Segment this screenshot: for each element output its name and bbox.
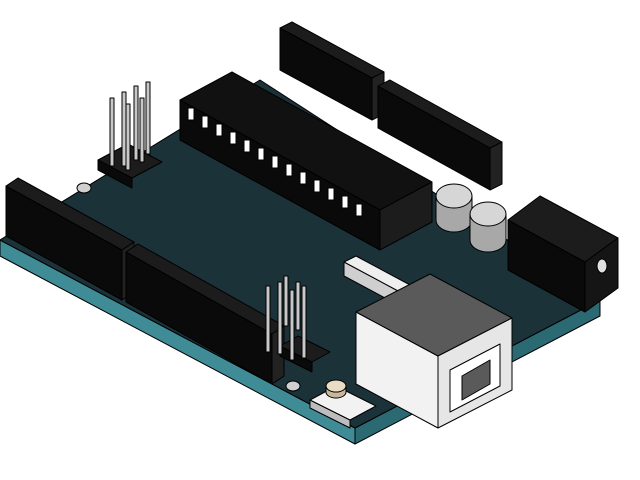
icsp-header-front: [265, 275, 331, 373]
header-pins: [109, 81, 151, 171]
reset-button[interactable]: [309, 379, 377, 429]
chip-legs: [187, 107, 363, 217]
capacitor: [435, 183, 473, 233]
icsp-header-top: [97, 81, 163, 189]
header-analog: [125, 243, 285, 385]
usb-b-connector: [355, 273, 513, 429]
power-jack: [507, 195, 619, 313]
header-digital-right: [377, 79, 503, 191]
capacitor: [469, 201, 507, 253]
header-pins: [265, 275, 307, 361]
microcontroller-chip: [179, 71, 433, 251]
mounting-hole: [76, 182, 92, 194]
mounting-hole: [285, 380, 301, 392]
